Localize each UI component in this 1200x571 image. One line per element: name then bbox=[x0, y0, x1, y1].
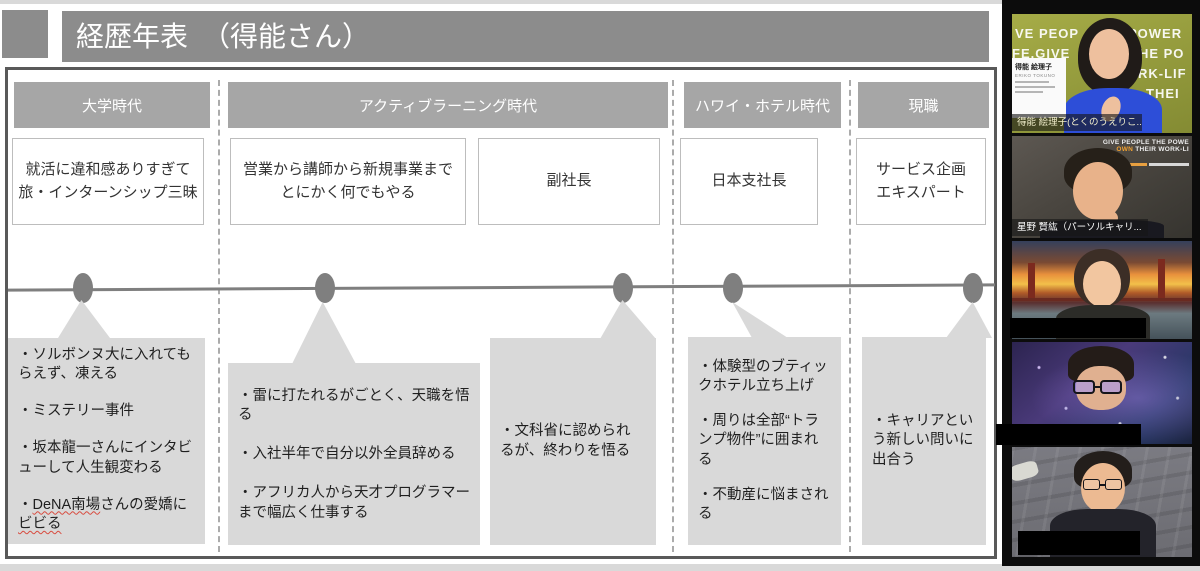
event-text: さんの愛嬌に bbox=[100, 496, 188, 513]
timeline-dot bbox=[315, 273, 335, 303]
event-box-current: ・キャリアという新しい問いに出合う bbox=[862, 337, 986, 545]
background-text: VE PEOP bbox=[1015, 26, 1080, 41]
background-text: POWER bbox=[1128, 26, 1183, 41]
role-text: エキスパート bbox=[876, 183, 966, 201]
role-text: とにかく何でもやる bbox=[280, 183, 416, 201]
role-box-jobhunt: 就活に違和感ありすぎて 旅・インターンシップ三昧 bbox=[12, 138, 204, 225]
glasses-lens bbox=[1083, 479, 1100, 490]
card-detail-bar bbox=[1015, 91, 1043, 93]
redaction-bar bbox=[1010, 318, 1146, 338]
role-text: 営業から講師から新規事業まで bbox=[242, 161, 453, 178]
timeline-dot bbox=[73, 273, 93, 303]
glasses-lens bbox=[1073, 380, 1095, 394]
event-item: ・坂本龍一さんにインタビューして人生観変わる bbox=[18, 440, 192, 476]
event-box-vice-president: ・文科省に認められるが、終わりを悟る bbox=[490, 338, 656, 545]
timeline-dot bbox=[723, 273, 743, 303]
event-item: ・体験型のブティックホテル立ち上げ bbox=[698, 359, 828, 395]
shared-slide: 経歴年表 （得能さん） 大学時代 アクティブラーニング時代 ハワイ・ホテル時代 … bbox=[0, 4, 1002, 564]
event-item: ・キャリアという新しい問いに出合う bbox=[872, 413, 974, 468]
video-sidebar: VE PEOP POWER FE.GIVE THE PO RK-LIF THEI… bbox=[996, 0, 1200, 566]
bridge-tower bbox=[1028, 263, 1035, 299]
redaction-bar bbox=[996, 424, 1141, 445]
background-text: RK-LIF bbox=[1138, 66, 1187, 81]
background-text: FE.GIVE bbox=[1012, 46, 1071, 61]
face bbox=[1083, 261, 1121, 307]
misspelled-text: ビビる bbox=[18, 515, 62, 532]
event-item: ・文科省に認められるが、終わりを悟る bbox=[500, 423, 631, 459]
redaction-bar bbox=[1018, 531, 1140, 555]
era-divider bbox=[218, 80, 220, 552]
background-text: THE PO bbox=[1130, 46, 1185, 61]
poster-caption bbox=[1103, 153, 1189, 171]
poster-line: OWN THEIR WORK-LI bbox=[1103, 146, 1189, 153]
event-item: ・雷に打たれるがごとく、天職を悟る bbox=[238, 388, 470, 424]
era-divider bbox=[672, 80, 674, 552]
video-tile-participant-4[interactable] bbox=[1012, 342, 1192, 444]
era-header-current-job: 現職 bbox=[858, 82, 989, 128]
poster-caption-bar bbox=[1149, 163, 1189, 166]
bullet-mark: ・ bbox=[18, 496, 33, 513]
timeline-dot bbox=[613, 273, 633, 303]
event-box-university: ・ソルボンヌ大に入れてもらえず、凍える ・ミステリー事件 ・坂本龍一さんにインタ… bbox=[8, 338, 205, 544]
timeline-dot bbox=[963, 273, 983, 303]
glasses-lens bbox=[1105, 479, 1122, 490]
event-item: ・アフリカ人から天才プログラマーまで幅広く仕事する bbox=[238, 485, 470, 521]
role-text: 副社長 bbox=[546, 172, 592, 190]
poster: GIVE PEOPLE THE POWE OWN THEIR WORK-LI bbox=[1103, 139, 1189, 171]
event-item: ・周りは全部“トランプ物件”に囲まれる bbox=[698, 413, 819, 468]
poster-accent-text: OWN bbox=[1116, 146, 1134, 153]
role-text: 就活に違和感ありすぎて bbox=[25, 161, 191, 178]
role-text: 旅・インターンシップ三昧 bbox=[18, 183, 198, 201]
role-text: サービス企画 bbox=[875, 161, 966, 178]
name-card: 得能 絵理子 ERIKO TOKUNO bbox=[1012, 58, 1066, 118]
misspelled-text: DeNA南場 bbox=[32, 496, 101, 513]
bridge-tower bbox=[1158, 259, 1165, 299]
event-item: ・DeNA南場さんの愛嬌にビビる bbox=[18, 496, 195, 534]
poster-caption-bar bbox=[1125, 163, 1147, 166]
card-name-en: ERIKO TOKUNO bbox=[1015, 73, 1056, 78]
glasses bbox=[1083, 479, 1122, 490]
face bbox=[1081, 463, 1125, 513]
participant-name-label: 得能 絵理子(とくのうえりこ... bbox=[1012, 114, 1142, 131]
glasses-bridge bbox=[1100, 483, 1105, 486]
face bbox=[1073, 162, 1123, 220]
pillow bbox=[1012, 459, 1040, 483]
glasses-lens bbox=[1100, 380, 1122, 394]
role-text: 日本支社長 bbox=[711, 172, 787, 190]
role-box-vice-president: 副社長 bbox=[478, 138, 660, 225]
glasses-bridge bbox=[1095, 386, 1100, 388]
card-detail-bar bbox=[1015, 86, 1055, 88]
video-tile-hoshino[interactable]: GIVE PEOPLE THE POWE OWN THEIR WORK-LI 星… bbox=[1012, 136, 1192, 238]
participant-name-label: 星野 賢紘（パーソルキャリ... bbox=[1012, 219, 1148, 236]
event-item: ・不動産に悩まされる bbox=[698, 486, 829, 522]
glasses bbox=[1073, 380, 1122, 394]
slide-title: 経歴年表 （得能さん） bbox=[62, 11, 989, 62]
era-header-university: 大学時代 bbox=[14, 82, 210, 128]
title-accent-block bbox=[2, 10, 48, 58]
era-header-active-learning: アクティブラーニング時代 bbox=[228, 82, 668, 128]
event-item: ・ソルボンヌ大に入れてもらえず、凍える bbox=[18, 347, 191, 383]
card-detail-bar bbox=[1015, 81, 1049, 83]
face bbox=[1089, 29, 1129, 79]
era-header-hawaii-hotel: ハワイ・ホテル時代 bbox=[684, 82, 841, 128]
role-box-anything: 営業から講師から新規事業まで とにかく何でもやる bbox=[230, 138, 466, 225]
event-box-active-learning: ・雷に打たれるがごとく、天職を悟る ・入社半年で自分以外全員辞める ・アフリカ人… bbox=[228, 363, 480, 545]
role-box-service-planning: サービス企画 エキスパート bbox=[856, 138, 986, 225]
event-box-hawaii: ・体験型のブティックホテル立ち上げ ・周りは全部“トランプ物件”に囲まれる ・不… bbox=[688, 337, 841, 545]
event-item: ・ミステリー事件 bbox=[18, 403, 134, 420]
era-divider bbox=[849, 80, 851, 552]
poster-text: THEIR WORK-LI bbox=[1133, 146, 1189, 153]
event-item: ・入社半年で自分以外全員辞める bbox=[238, 446, 456, 463]
card-name: 得能 絵理子 bbox=[1015, 64, 1052, 71]
video-tile-tokuno[interactable]: VE PEOP POWER FE.GIVE THE PO RK-LIF THEI… bbox=[1012, 14, 1192, 133]
role-box-japan-branch-head: 日本支社長 bbox=[680, 138, 818, 225]
poster-line: GIVE PEOPLE THE POWE bbox=[1102, 139, 1189, 146]
